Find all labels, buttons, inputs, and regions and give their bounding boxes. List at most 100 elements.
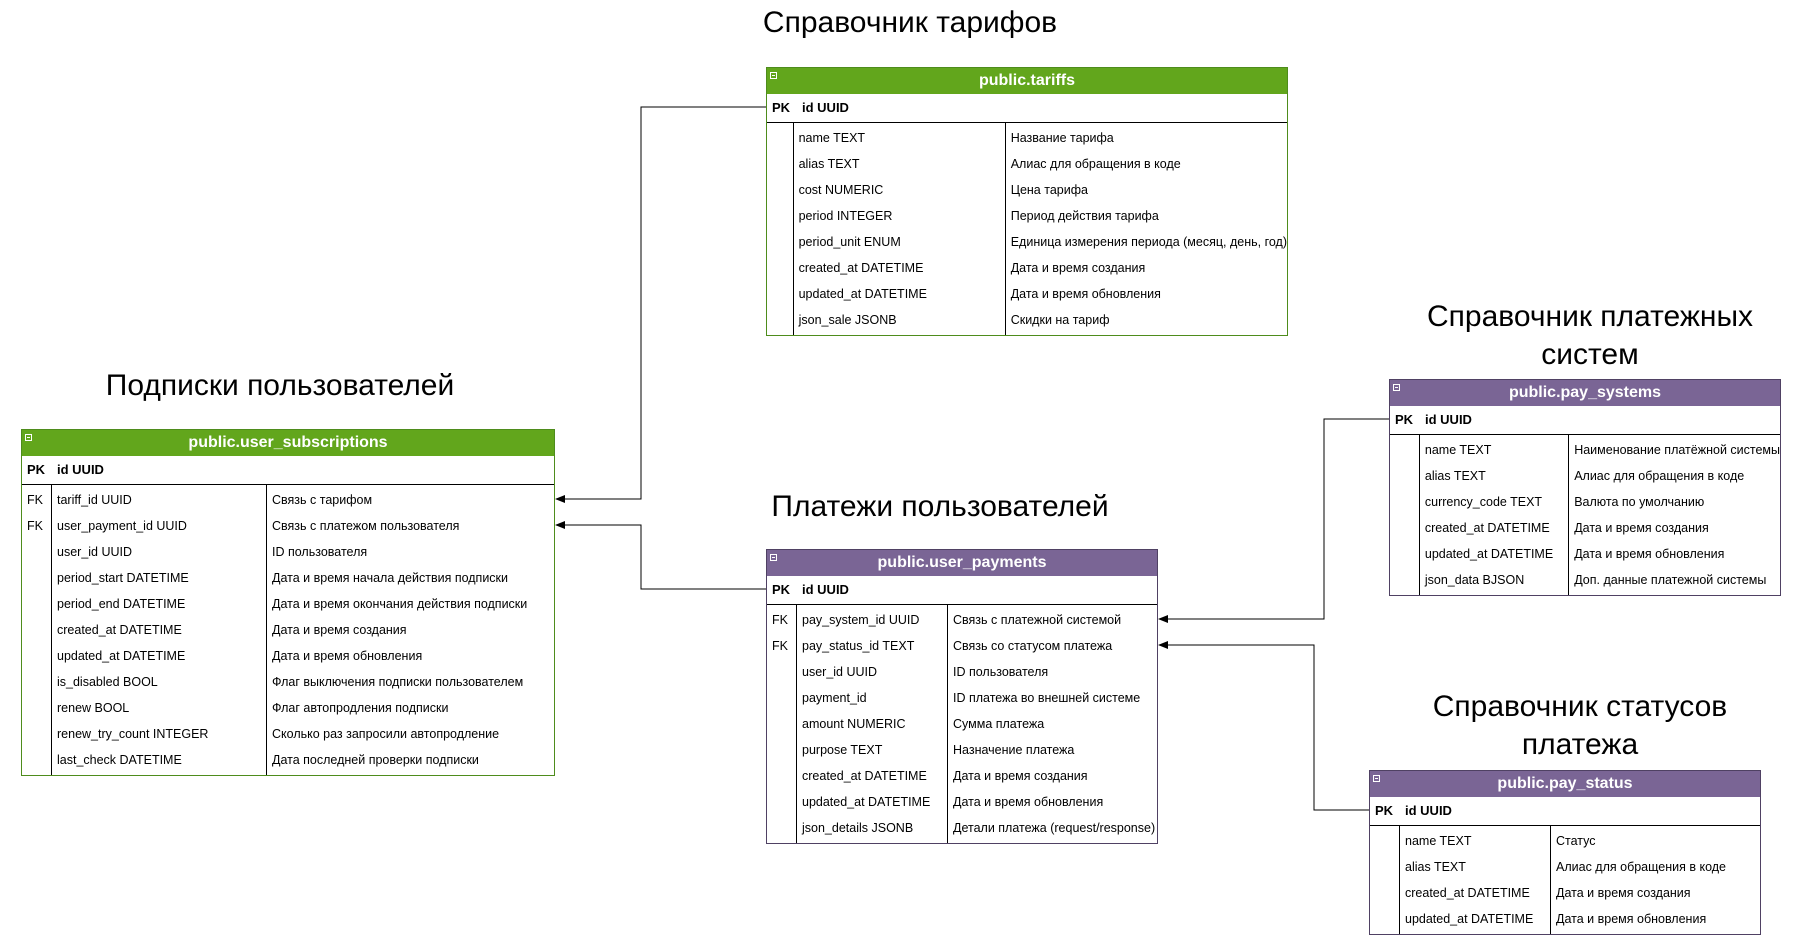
row-description[interactable]: Дата и время обновления bbox=[953, 795, 1104, 809]
row-key[interactable] bbox=[767, 789, 796, 815]
row-field[interactable]: updated_at DATETIME bbox=[1424, 547, 1554, 561]
row-key[interactable] bbox=[22, 591, 51, 617]
row-field[interactable]: created_at DATETIME bbox=[57, 623, 182, 637]
row-field[interactable]: user_payment_id UUID bbox=[57, 519, 187, 533]
row-key[interactable] bbox=[22, 747, 51, 773]
collapse-icon[interactable] bbox=[1393, 384, 1400, 391]
collapse-icon[interactable] bbox=[25, 434, 32, 441]
row-key[interactable] bbox=[1390, 567, 1419, 593]
row-description[interactable]: Наименование платёжной системы bbox=[1574, 443, 1780, 457]
row-field[interactable]: name TEXT bbox=[1405, 834, 1472, 848]
row-field[interactable]: pay_status_id TEXT bbox=[802, 639, 915, 653]
row-key[interactable] bbox=[767, 229, 793, 255]
row-field[interactable]: user_id UUID bbox=[57, 545, 133, 559]
row-description[interactable]: Связь с платежной системой bbox=[953, 613, 1122, 627]
row-field[interactable]: created_at DATETIME bbox=[1405, 886, 1530, 900]
row-key[interactable]: FK bbox=[27, 493, 43, 507]
row-key[interactable] bbox=[1390, 515, 1419, 541]
row-description[interactable]: Дата и время начала действия подписки bbox=[272, 571, 509, 585]
row-description[interactable]: Дата и время создания bbox=[953, 769, 1088, 783]
primary-key-row[interactable]: PK id UUID bbox=[22, 456, 554, 485]
row-description[interactable]: Алиас для обращения в коде bbox=[1556, 860, 1727, 874]
row-description[interactable]: Статус bbox=[1556, 834, 1596, 848]
row-key[interactable] bbox=[767, 177, 793, 203]
row-key[interactable] bbox=[767, 255, 793, 281]
row-field[interactable]: created_at DATETIME bbox=[1424, 521, 1550, 535]
row-description[interactable]: Доп. данные платежной системы bbox=[1574, 573, 1767, 587]
row-key[interactable] bbox=[767, 151, 793, 177]
row-key[interactable]: FK bbox=[772, 639, 788, 653]
row-description[interactable]: Связь с платежом пользователя bbox=[272, 519, 460, 533]
row-field[interactable]: name TEXT bbox=[798, 131, 866, 145]
row-description[interactable]: Дата и время обновления bbox=[272, 649, 423, 663]
row-key[interactable] bbox=[1370, 906, 1399, 932]
primary-key-row[interactable]: PK id UUID bbox=[767, 576, 1157, 605]
row-key[interactable] bbox=[22, 565, 51, 591]
row-description[interactable]: Детали платежа (request/response) bbox=[953, 821, 1156, 835]
table-header[interactable]: public.pay_status bbox=[1370, 771, 1760, 797]
row-description[interactable]: Связь со статусом платежа bbox=[953, 639, 1113, 653]
row-description[interactable]: Скидки на тариф bbox=[1010, 313, 1110, 327]
collapse-icon[interactable] bbox=[1373, 775, 1380, 782]
row-description[interactable]: Сумма платежа bbox=[953, 717, 1045, 731]
row-key[interactable] bbox=[1390, 437, 1419, 463]
primary-key-row[interactable]: PK id UUID bbox=[1390, 406, 1780, 435]
row-key[interactable] bbox=[1370, 880, 1399, 906]
primary-key-row[interactable]: PK id UUID bbox=[767, 94, 1287, 123]
row-field[interactable]: period INTEGER bbox=[798, 209, 893, 223]
row-description[interactable]: Дата и время обновления bbox=[1010, 287, 1161, 301]
row-field[interactable]: updated_at DATETIME bbox=[802, 795, 931, 809]
row-field[interactable]: alias TEXT bbox=[1424, 469, 1486, 483]
row-key[interactable] bbox=[22, 643, 51, 669]
table-header[interactable]: public.user_subscriptions bbox=[22, 430, 554, 456]
row-description[interactable]: Дата последней проверки подписки bbox=[272, 753, 479, 767]
row-description[interactable]: Валюта по умолчанию bbox=[1574, 495, 1705, 509]
row-field[interactable]: last_check DATETIME bbox=[57, 753, 182, 767]
row-key[interactable]: FK bbox=[772, 613, 788, 627]
table-header[interactable]: public.pay_systems bbox=[1390, 380, 1780, 406]
row-field[interactable]: updated_at DATETIME bbox=[798, 287, 927, 301]
row-description[interactable]: Единица измерения периода (месяц, день, … bbox=[1010, 235, 1287, 249]
row-field[interactable]: currency_code TEXT bbox=[1424, 495, 1543, 509]
row-key[interactable] bbox=[22, 669, 51, 695]
row-field[interactable]: alias TEXT bbox=[798, 157, 860, 171]
row-key[interactable] bbox=[767, 763, 796, 789]
row-description[interactable]: Дата и время создания bbox=[1574, 521, 1709, 535]
row-description[interactable]: ID пользователя bbox=[272, 545, 368, 559]
row-description[interactable]: Дата и время окончания действия подписки bbox=[272, 597, 528, 611]
row-key[interactable] bbox=[767, 281, 793, 307]
row-field[interactable]: period_end DATETIME bbox=[57, 597, 186, 611]
row-key[interactable] bbox=[22, 539, 51, 565]
row-field[interactable]: cost NUMERIC bbox=[798, 183, 884, 197]
row-description[interactable]: ID платежа во внешней системе bbox=[953, 691, 1141, 705]
row-key[interactable] bbox=[767, 307, 793, 333]
row-key[interactable] bbox=[767, 685, 796, 711]
row-field[interactable]: updated_at DATETIME bbox=[57, 649, 186, 663]
row-field[interactable]: user_id UUID bbox=[802, 665, 878, 679]
row-field[interactable]: payment_id bbox=[802, 691, 867, 705]
row-description[interactable]: Назначение платежа bbox=[953, 743, 1075, 757]
row-description[interactable]: Дата и время создания bbox=[1556, 886, 1691, 900]
row-key[interactable] bbox=[22, 695, 51, 721]
row-field[interactable]: created_at DATETIME bbox=[798, 261, 924, 275]
row-key[interactable] bbox=[1390, 489, 1419, 515]
row-key[interactable] bbox=[22, 721, 51, 747]
row-field[interactable]: updated_at DATETIME bbox=[1405, 912, 1534, 926]
row-key[interactable] bbox=[767, 815, 796, 841]
row-field[interactable]: purpose TEXT bbox=[802, 743, 883, 757]
row-field[interactable]: tariff_id UUID bbox=[57, 493, 132, 507]
row-field[interactable]: alias TEXT bbox=[1405, 860, 1466, 874]
row-description[interactable]: Период действия тарифа bbox=[1010, 209, 1159, 223]
row-field[interactable]: renew BOOL bbox=[57, 701, 130, 715]
row-description[interactable]: Связь с тарифом bbox=[272, 493, 373, 507]
collapse-icon[interactable] bbox=[770, 554, 777, 561]
row-field[interactable]: is_disabled BOOL bbox=[57, 675, 158, 689]
row-description[interactable]: Дата и время обновления bbox=[1556, 912, 1707, 926]
row-field[interactable]: json_details JSONB bbox=[802, 821, 914, 835]
row-key[interactable] bbox=[1370, 828, 1399, 854]
